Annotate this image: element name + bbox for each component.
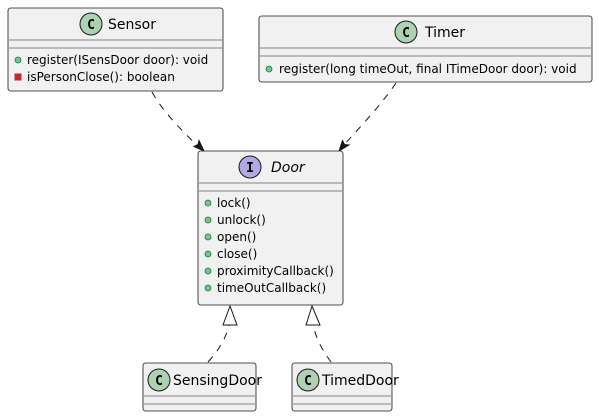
relations: [151, 82, 397, 363]
public-visibility-icon: [204, 284, 212, 292]
class-stereotype-letter: C: [402, 26, 410, 41]
class-timer[interactable]: C Timer register(long timeOut, final ITi…: [258, 15, 593, 83]
class-stereotype-icon: [147, 368, 171, 392]
public-visibility-icon: [204, 267, 212, 275]
class-sensor[interactable]: C Sensor register(ISensDoor door): void …: [7, 7, 224, 92]
class-sensingdoor[interactable]: C SensingDoor: [142, 362, 262, 412]
class-stereotype-icon: [394, 20, 418, 44]
class-stereotype-letter: C: [87, 18, 95, 33]
public-visibility-icon: [204, 199, 212, 207]
member-sensor-register: register(ISensDoor door): void: [27, 53, 208, 67]
member-door-timeOutCallback: timeOutCallback(): [217, 281, 326, 295]
member-door-unlock: unlock(): [217, 213, 266, 227]
public-visibility-icon: [204, 216, 212, 224]
class-name-timeddoor: TimedDoor: [321, 373, 399, 389]
member-door-open: open(): [217, 230, 256, 244]
class-name-sensor: Sensor: [108, 17, 156, 33]
member-timer-register: register(long timeOut, final ITimeDoor d…: [279, 62, 577, 76]
public-visibility-icon: [204, 250, 212, 258]
interface-stereotype-letter: I: [246, 161, 254, 176]
public-visibility-icon: [265, 65, 273, 73]
member-door-proximityCallback: proximityCallback(): [217, 264, 334, 278]
relation-sensor-door: [151, 91, 206, 153]
public-visibility-icon: [14, 56, 22, 64]
relation-timeddoor-door: [305, 304, 332, 363]
member-door-lock: lock(): [217, 196, 251, 210]
class-name-timer: Timer: [424, 25, 465, 41]
relation-sensingdoor-door: [207, 304, 238, 363]
member-sensor-isPersonClose: isPersonClose(): boolean: [27, 70, 175, 84]
class-stereotype-icon: [296, 368, 320, 392]
interface-stereotype-icon: [238, 155, 262, 179]
member-door-close: close(): [217, 247, 257, 261]
interface-door[interactable]: I Door lock() unlock() open() close() pr…: [197, 150, 344, 306]
class-name-sensingdoor: SensingDoor: [173, 373, 262, 389]
relation-timer-door: [338, 82, 397, 153]
interface-name-door: Door: [271, 160, 306, 176]
class-timeddoor[interactable]: C TimedDoor: [291, 362, 399, 412]
class-stereotype-letter: C: [304, 374, 312, 389]
private-visibility-icon: [14, 73, 22, 81]
class-stereotype-icon: [79, 12, 103, 36]
class-stereotype-letter: C: [155, 374, 163, 389]
public-visibility-icon: [204, 233, 212, 241]
